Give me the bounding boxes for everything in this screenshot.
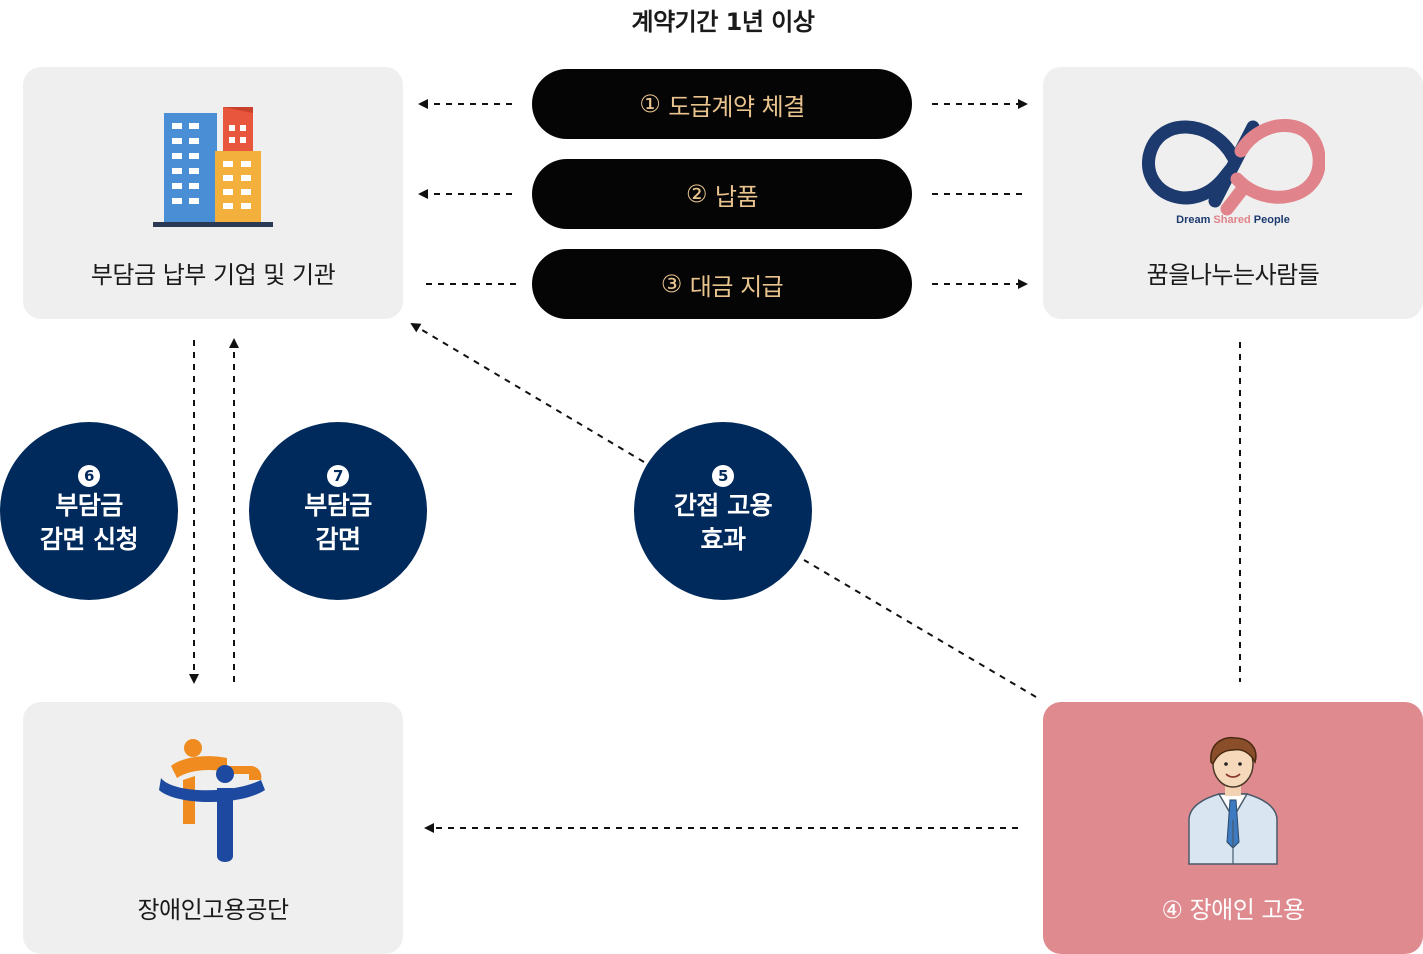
svg-text:Dream Shared Peo: Dream Shared People [1176, 214, 1290, 226]
step-delivery-pill: ② 납품 [532, 159, 912, 229]
circle-number: 7 [327, 465, 349, 487]
step-label: 납품 [714, 182, 759, 211]
diagram-title: 계약기간 1년 이상 [631, 8, 815, 36]
circle-reduction: 7 부담금 감면 [249, 422, 427, 600]
circle-number: 6 [78, 465, 100, 487]
step-contract-pill: ① 도급계약 체결 [532, 69, 912, 139]
building-icon [153, 107, 273, 227]
step-number: ① [639, 90, 661, 118]
employee-box: ④ 장애인 고용 [1043, 702, 1423, 954]
infinity-logo: Dream Shared People [1142, 119, 1325, 226]
logo-text-dream: Dream [1176, 214, 1213, 226]
logo-text-people: People [1254, 214, 1290, 226]
circle-line-1: 부담금 [304, 491, 372, 520]
circle-line-2: 감면 [315, 525, 361, 554]
circle-apply-reduction: 6 부담금 감면 신청 [0, 422, 178, 600]
company-box: 부담금 납부 기업 및 기관 [23, 67, 403, 319]
employee-step-number: ④ [1161, 896, 1183, 924]
dsp-label: 꿈을나누는사람들 [1146, 261, 1320, 289]
step-number: ② [685, 180, 708, 208]
agency-logo [159, 739, 265, 862]
circle-line-1: 부담금 [55, 491, 123, 520]
circle-line-1: 간접 고용 [673, 491, 773, 520]
employee-step-text: 장애인 고용 [1189, 896, 1306, 924]
employee-label: ④ 장애인 고용 [1043, 890, 1423, 925]
circle-line-2: 효과 [700, 525, 746, 554]
company-label: 부담금 납부 기업 및 기관 [90, 261, 336, 289]
line-indirect-lower [803, 559, 1037, 698]
step-label: 도급계약 체결 [668, 92, 805, 121]
circle-number: 5 [712, 465, 734, 487]
arrow-indirect-upper [410, 322, 645, 463]
circle-line-2: 감면 신청 [39, 525, 139, 554]
agency-box: 장애인고용공단 [23, 702, 403, 954]
dsp-box: Dream Shared People 꿈을나누는사람들 [1043, 67, 1423, 319]
step-label: 대금 지급 [689, 272, 784, 301]
agency-label: 장애인고용공단 [137, 896, 289, 924]
person-icon [1188, 736, 1278, 865]
circle-indirect-employment: 5 간접 고용 효과 [634, 422, 812, 600]
logo-text-shared: Shared [1213, 214, 1253, 226]
step-payment-pill: ③ 대금 지급 [532, 249, 912, 319]
step-number: ③ [660, 270, 683, 298]
